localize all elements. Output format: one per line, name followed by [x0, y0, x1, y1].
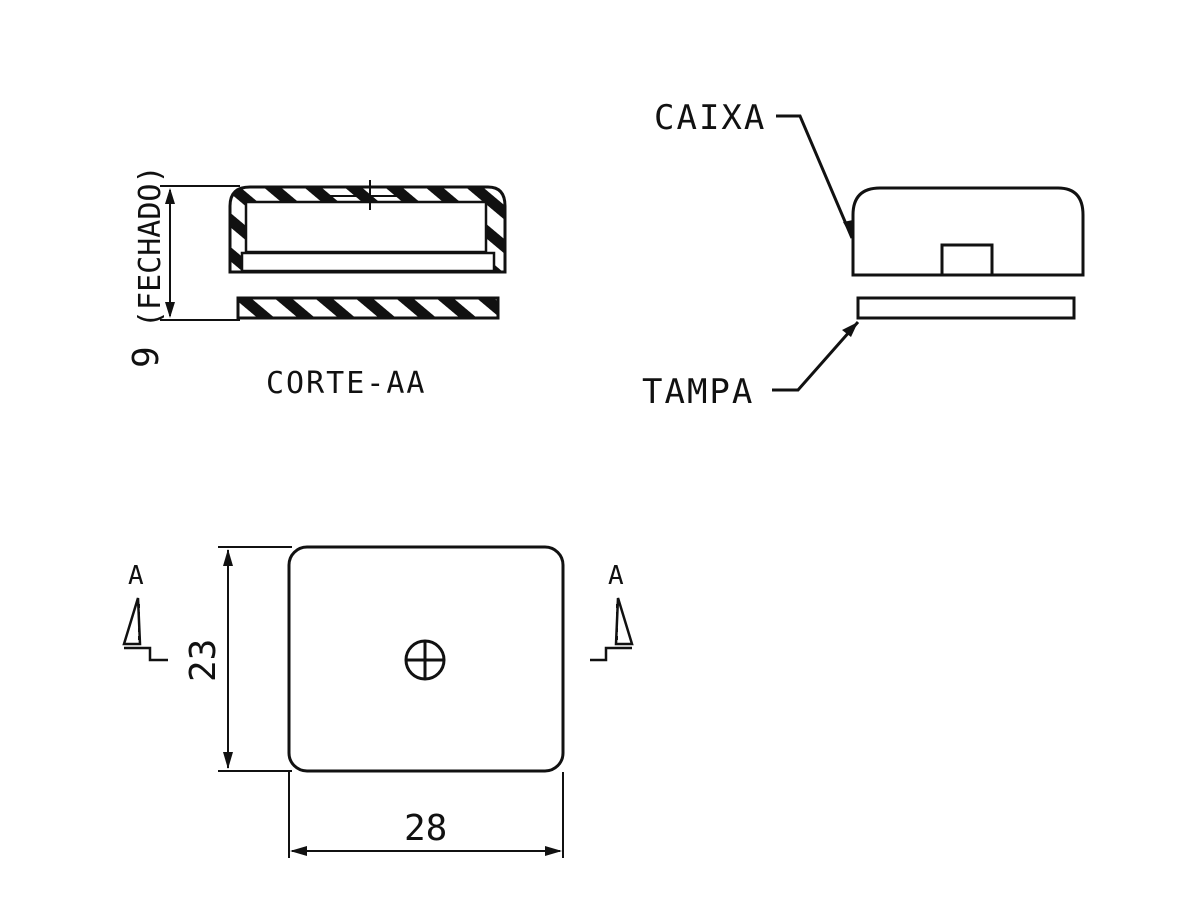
section-view: 9 (FECHADO) CORTE-AA: [126, 165, 507, 401]
section-marker-right-label: A: [608, 561, 624, 591]
tampa-body: [856, 296, 1076, 320]
exploded-side-view: CAIXA TAMPA: [642, 98, 1085, 412]
section-marker-left-label: A: [128, 561, 144, 591]
plan-width-value: 28: [404, 808, 447, 849]
tampa-label: TAMPA: [642, 372, 754, 412]
plan-outline: [287, 545, 565, 773]
tampa-leader: [772, 321, 860, 392]
caixa-notch: [940, 243, 994, 277]
section-lid: [236, 296, 500, 320]
section-height-note: (FECHADO): [133, 165, 168, 328]
plan-height-value: 23: [183, 639, 224, 682]
section-height-dimension: [160, 185, 240, 321]
section-marker-left: A: [122, 561, 168, 662]
caixa-leader: [776, 114, 854, 239]
caixa-body: [851, 186, 1085, 277]
section-marker-right: A: [590, 561, 634, 662]
caixa-label: CAIXA: [654, 98, 766, 138]
plan-height-dimension: [218, 546, 292, 772]
screw-symbol: [404, 639, 446, 681]
section-height-value: 9: [126, 346, 167, 368]
plan-view: 23 28 A A: [122, 545, 634, 858]
section-housing: [228, 180, 507, 274]
plan-width-dimension: [288, 772, 564, 858]
section-title: CORTE-AA: [266, 366, 427, 401]
